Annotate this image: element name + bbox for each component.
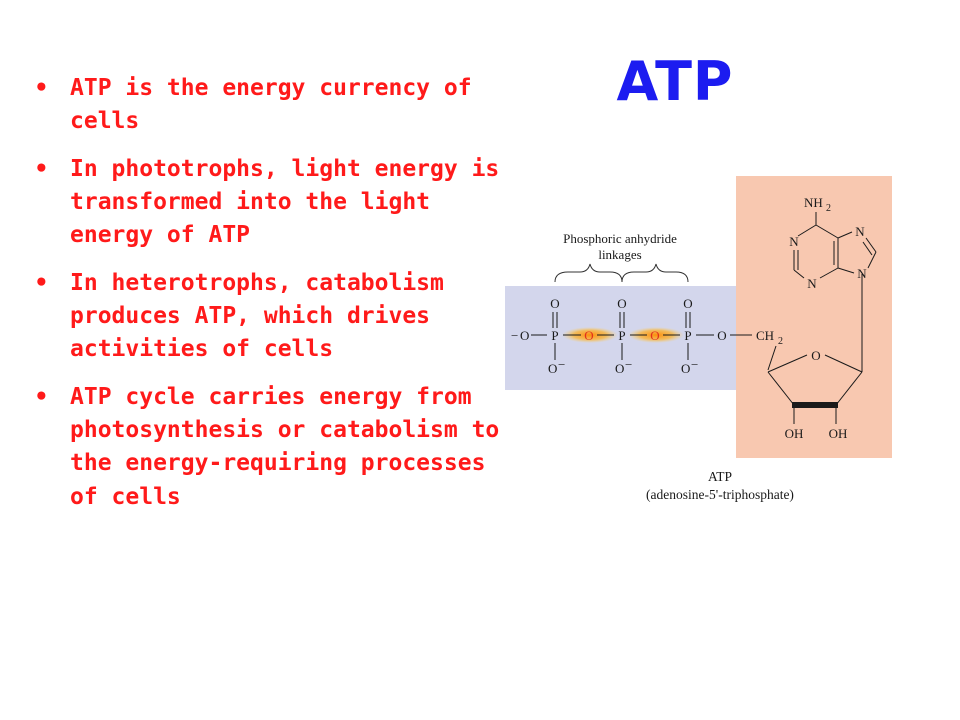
bullet-item: • ATP is the energy currency of cells (28, 72, 508, 139)
adenine-bond (837, 231, 853, 239)
minus-charge: − (691, 357, 698, 372)
hydroxyl-group: OH (829, 426, 848, 441)
adenine-bond (815, 224, 839, 239)
amino-subscript: 2 (826, 203, 831, 214)
ring-oxygen-atom: O (811, 348, 820, 363)
ribose-bond (835, 371, 863, 406)
atp-structure-svg: Phosphoric anhydride linkages O O O − O … (505, 176, 892, 502)
nitrogen-atom: N (855, 224, 865, 239)
methylene-subscript: 2 (778, 336, 783, 347)
oxygen-atom: O (617, 296, 626, 311)
adenine-bond (819, 267, 839, 279)
linkage-glow-2 (628, 327, 684, 343)
bracket-label-line2: linkages (598, 247, 641, 262)
adenine-bond (837, 267, 855, 274)
linkage-oxygen-atom: O (584, 328, 593, 343)
bullet-text: ATP is the energy currency of cells (70, 75, 472, 135)
nitrogen-atom: N (789, 234, 799, 249)
minus-charge: − (625, 357, 632, 372)
atp-structure-diagram: Phosphoric anhydride linkages O O O − O … (500, 170, 900, 515)
phosphate-panel (505, 286, 737, 390)
bullet-text: ATP cycle carries energy from photosynth… (70, 383, 500, 510)
adenine-bond (865, 237, 877, 253)
bridging-oxygen-atom: O (717, 328, 726, 343)
adenine-bond (867, 251, 877, 269)
slide-title: ATP (616, 50, 734, 113)
bullet-text: In heterotrophs, catabolism produces ATP… (70, 269, 444, 363)
bracket-label-line1: Phosphoric anhydride (563, 231, 677, 246)
phosphorus-atom: P (684, 328, 691, 343)
methylene-group: CH (756, 328, 774, 343)
oxygen-atom: O (683, 296, 692, 311)
terminal-minus: − (511, 328, 518, 343)
amino-group: NH (804, 195, 823, 210)
bullet-dot: • (34, 269, 49, 296)
bullet-list: • ATP is the energy currency of cells • … (28, 72, 508, 528)
oxygen-atom: O (550, 296, 559, 311)
bullet-dot: • (34, 383, 49, 410)
ribose-front-bond (792, 402, 838, 408)
adenine-bond (862, 241, 873, 256)
adenine-bond (797, 224, 817, 237)
nitrogen-atom: N (807, 276, 817, 291)
nitrogen-atom: N (857, 266, 867, 281)
bullet-text: In phototrophs, light energy is transfor… (70, 155, 500, 249)
linkage-glow-1 (562, 327, 618, 343)
linkage-bracket-left (554, 263, 623, 283)
adenine-bond (793, 269, 805, 279)
ribose-bond (767, 345, 777, 371)
oxygen-atom: O (615, 361, 624, 376)
bullet-dot: • (34, 75, 49, 101)
bullet-item: • In phototrophs, light energy is transf… (28, 153, 508, 253)
linkage-oxygen-atom: O (650, 328, 659, 343)
phosphorus-atom: P (551, 328, 558, 343)
ribose-bond (824, 354, 863, 373)
ribose-bond (767, 371, 795, 406)
bullet-item: • In heterotrophs, catabolism produces A… (28, 267, 508, 367)
ribose-bond (767, 354, 808, 373)
oxygen-atom: O (520, 328, 529, 343)
bullet-item: • ATP cycle carries energy from photosyn… (28, 381, 508, 514)
phosphorus-atom: P (618, 328, 625, 343)
oxygen-atom: O (548, 361, 557, 376)
minus-charge: − (558, 357, 565, 372)
diagram-caption-line1: ATP (708, 469, 732, 484)
diagram-caption-line2: (adenosine-5'-triphosphate) (646, 487, 794, 502)
hydroxyl-group: OH (785, 426, 804, 441)
oxygen-atom: O (681, 361, 690, 376)
adenosine-panel (736, 176, 892, 458)
linkage-bracket-right (621, 263, 689, 283)
bullet-dot: • (34, 155, 49, 182)
